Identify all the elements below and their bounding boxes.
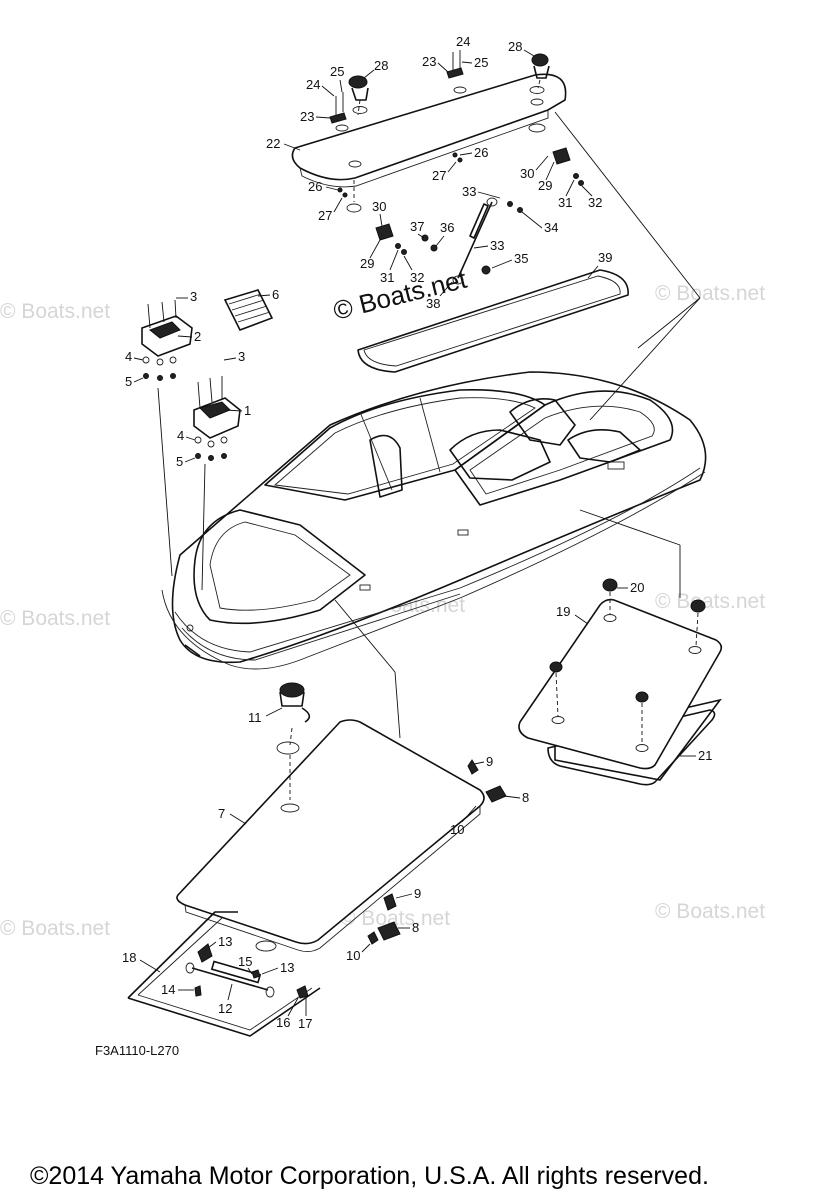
callout-28: 28 — [374, 58, 388, 73]
callouts: 1 2 3 3 4 4 5 5 6 7 8 8 9 9 10 10 11 12 — [122, 34, 712, 1031]
watermark: © Boats.net — [0, 300, 110, 323]
callout-9: 9 — [486, 754, 493, 769]
callout-24: 24 — [456, 34, 470, 49]
watermark-center: © Boats.net — [330, 264, 470, 326]
copyright-notice: ©2014 Yamaha Motor Corporation, U.S.A. A… — [30, 1162, 709, 1190]
grip-mat — [223, 289, 274, 332]
watermark: © Boats.net — [655, 900, 765, 923]
callout-4: 4 — [177, 428, 184, 443]
hatch-seal-inner — [363, 275, 621, 367]
boat-hull — [161, 371, 707, 670]
callout-34: 34 — [544, 220, 558, 235]
callout-25: 25 — [474, 55, 488, 70]
callout-31: 31 — [558, 195, 572, 210]
callout-38: 38 — [426, 296, 440, 311]
callout-32: 32 — [588, 195, 602, 210]
callout-33: 33 — [490, 238, 504, 253]
callout-5: 5 — [176, 454, 183, 469]
callout-9: 9 — [414, 886, 421, 901]
watermark: © Boats.net — [340, 907, 450, 930]
callout-10: 10 — [346, 948, 360, 963]
callout-32: 32 — [410, 270, 424, 285]
callout-23: 23 — [300, 109, 314, 124]
callout-21: 21 — [698, 748, 712, 763]
callout-3: 3 — [190, 289, 197, 304]
callout-23: 23 — [422, 54, 436, 69]
callout-18: 18 — [122, 950, 136, 965]
callout-12: 12 — [218, 1001, 232, 1016]
callout-29: 29 — [538, 178, 552, 193]
callout-10: 10 — [450, 822, 464, 837]
callout-1: 1 — [244, 403, 251, 418]
callout-14: 14 — [161, 982, 175, 997]
leader-lines — [157, 79, 701, 800]
callout-30: 30 — [372, 199, 386, 214]
callout-5: 5 — [125, 374, 132, 389]
callout-31: 31 — [380, 270, 394, 285]
hatch-seal — [357, 269, 629, 373]
callout-26: 26 — [474, 145, 488, 160]
callout-24: 24 — [306, 77, 320, 92]
callout-36: 36 — [440, 220, 454, 235]
callout-33: 33 — [462, 184, 476, 199]
callout-11: 11 — [248, 710, 262, 725]
watermark: © Boats.net — [0, 917, 110, 940]
callout-8: 8 — [522, 790, 529, 805]
watermark: © Boats.net — [655, 282, 765, 305]
callout-19: 19 — [556, 604, 570, 619]
callout-16: 16 — [276, 1015, 290, 1030]
callout-20: 20 — [630, 580, 644, 595]
callout-15: 15 — [238, 954, 252, 969]
callout-8: 8 — [412, 920, 419, 935]
callout-28: 28 — [508, 39, 522, 54]
switch-panel-lower — [193, 376, 241, 461]
callout-30: 30 — [520, 166, 534, 181]
callout-6: 6 — [272, 287, 279, 302]
callout-39: 39 — [598, 250, 612, 265]
upper-lid-assembly — [291, 50, 584, 285]
watermark: © Boats.net — [0, 607, 110, 630]
callout-13: 13 — [280, 960, 294, 975]
switch-panel-upper — [141, 299, 193, 381]
callout-25: 25 — [330, 64, 344, 79]
callout-35: 35 — [514, 251, 528, 266]
callout-27: 27 — [432, 168, 446, 183]
callout-22: 22 — [266, 136, 280, 151]
callout-37: 37 — [410, 219, 424, 234]
bow-lid-assembly — [127, 682, 507, 1037]
figure-code: F3A1110-L270 — [95, 1043, 179, 1058]
callout-7: 7 — [218, 806, 225, 821]
callout-13: 13 — [218, 934, 232, 949]
callout-2: 2 — [194, 329, 201, 344]
watermark: © Boats.net — [655, 590, 765, 613]
callout-29: 29 — [360, 256, 374, 271]
callout-26: 26 — [308, 179, 322, 194]
callout-3: 3 — [238, 349, 245, 364]
callout-27: 27 — [318, 208, 332, 223]
callout-17: 17 — [298, 1016, 312, 1031]
aft-hatch-assembly — [518, 578, 723, 786]
callout-4: 4 — [125, 349, 132, 364]
